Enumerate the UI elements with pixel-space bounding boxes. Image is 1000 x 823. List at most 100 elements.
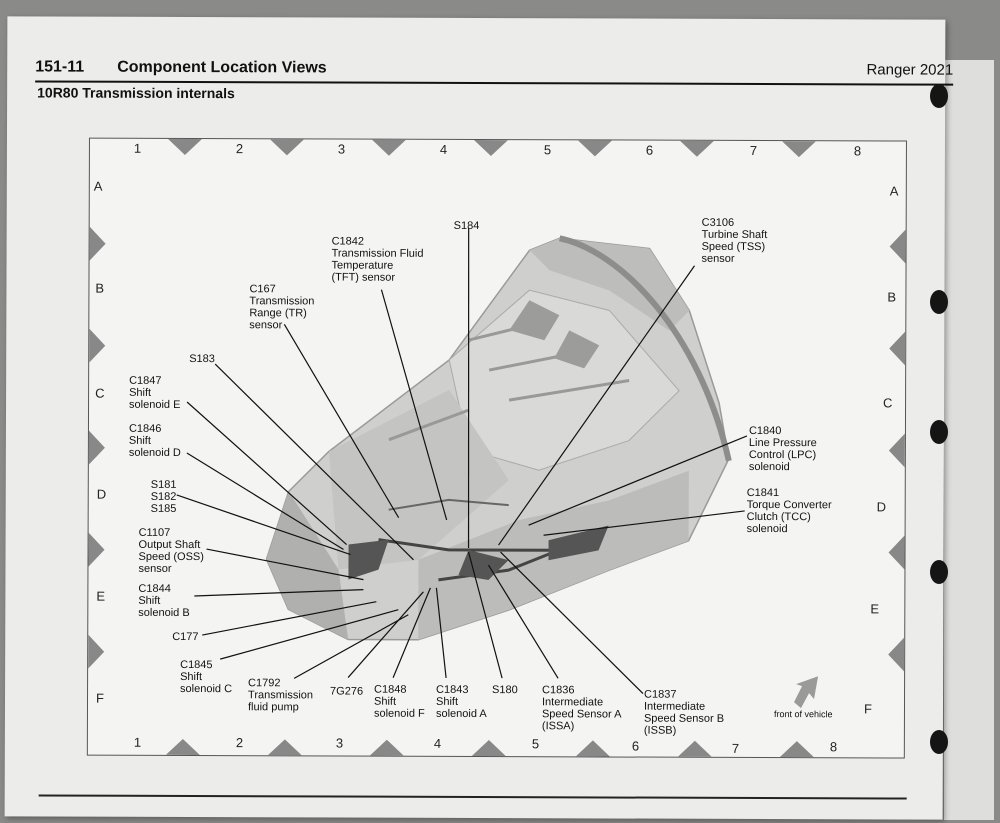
grid-col-label: 2: [235, 141, 244, 157]
transmission-illustration: [88, 138, 906, 758]
binding-hole: [930, 420, 948, 444]
manual-page: 151-11 Component Location Views Ranger 2…: [4, 16, 953, 820]
grid-col-label: 6: [645, 142, 654, 158]
grid-row-label: C: [95, 385, 105, 401]
page-header: 151-11 Component Location Views Ranger 2…: [35, 58, 953, 83]
grid-row-label: D: [96, 486, 107, 502]
callout-line: sensor: [701, 252, 735, 265]
callout-line: (ISSB): [643, 724, 677, 737]
grid-row-label: A: [889, 183, 899, 199]
callout-s184: S184: [454, 220, 480, 232]
callout-line: Temperature: [331, 259, 394, 272]
callout-c1845: C1845 Shift solenoid C: [180, 659, 232, 695]
grid-col-label: 3: [335, 735, 344, 751]
binding-hole: [930, 290, 948, 314]
grid-row-label: D: [876, 499, 887, 515]
grid-row-label: A: [93, 178, 103, 194]
callout-line: C1847: [129, 374, 162, 387]
callout-line: C167: [249, 283, 276, 296]
callout-c1836: C1836 Intermediate Speed Sensor A (ISSA): [542, 684, 622, 732]
callout-line: solenoid: [748, 460, 790, 474]
callout-line: Intermediate: [643, 700, 706, 713]
callout-c1841: C1841 Torque Converter Clutch (TCC) sole…: [747, 487, 832, 535]
grid-col-label: 2: [235, 735, 244, 751]
callout-line: Speed Sensor B: [643, 712, 725, 725]
callout-line: C1792: [248, 677, 281, 690]
callout-c1846: C1846 Shift solenoid D: [129, 423, 181, 459]
callout-line: Shift: [128, 434, 151, 447]
callout-line: Transmission: [248, 689, 314, 702]
grid-col-label: 5: [543, 142, 552, 158]
callout-line: (ISSA): [541, 720, 575, 733]
grid-col-label: 4: [439, 141, 448, 157]
grid-col-label: 4: [433, 735, 442, 751]
page-number: 151-11: [35, 58, 85, 76]
callout-c1840: C1840 Line Pressure Control (LPC) soleno…: [749, 425, 817, 473]
front-of-vehicle-arrow-icon: [794, 676, 819, 709]
callout-line: Transmission Fluid: [331, 247, 424, 260]
callout-c1844: C1844 Shift solenoid B: [138, 583, 190, 619]
callout-line: C177: [172, 630, 199, 644]
grid-row-label: B: [887, 289, 897, 305]
callout-c1848: C1848 Shift solenoid F: [374, 684, 425, 720]
callout-line: Torque Converter: [746, 498, 832, 512]
grid-row-label: F: [95, 690, 104, 706]
binding-hole: [930, 730, 948, 754]
grid-row-label: E: [96, 588, 106, 604]
callout-line: solenoid: [746, 522, 788, 536]
section-subtitle: 10R80 Transmission internals: [37, 84, 235, 102]
callout-line: solenoid E: [129, 398, 181, 411]
callout-line: S183: [189, 353, 215, 366]
callout-c1107: C1107 Output Shaft Speed (OSS) sensor: [138, 527, 204, 575]
callout-line: Range (TR): [249, 307, 307, 320]
grid-col-label: 3: [337, 141, 346, 157]
callout-line: Speed (OSS): [138, 550, 204, 564]
grid-row-label: B: [95, 280, 105, 296]
callout-7g276: 7G276: [330, 685, 363, 697]
grid-col-label: 5: [531, 736, 540, 752]
callout-line: Speed Sensor A: [541, 708, 622, 721]
grid-markers: [88, 138, 906, 758]
callout-line: C1840: [748, 424, 782, 438]
callout-line: Shift: [180, 670, 203, 684]
next-page-edge: [944, 60, 994, 820]
callout-line: C1844: [138, 582, 171, 595]
callout-line: (TFT) sensor: [331, 271, 396, 284]
callout-c1847: C1847 Shift solenoid E: [129, 375, 181, 411]
callout-line: Speed (TSS): [701, 240, 766, 254]
grid-col-label: 8: [829, 739, 838, 755]
callout-line: 7G276: [330, 685, 364, 698]
callout-c3106: C3106 Turbine Shaft Speed (TSS) sensor: [702, 217, 768, 265]
callout-line: C3106: [701, 216, 735, 229]
callout-line: Line Pressure: [748, 436, 817, 450]
callout-c1837: C1837 Intermediate Speed Sensor B (ISSB): [644, 689, 724, 737]
callout-line: C1842: [331, 235, 365, 248]
callout-line: Turbine Shaft: [701, 228, 768, 242]
callout-line: S182: [150, 490, 177, 503]
callout-line: Shift: [138, 594, 161, 607]
callout-c1842: C1842 Transmission Fluid Temperature (TF…: [331, 235, 423, 283]
callout-line: Shift: [129, 386, 152, 399]
callout-line: Transmission: [249, 295, 315, 308]
callout-line: fluid pump: [247, 701, 299, 714]
grid-row-label: E: [870, 601, 880, 617]
callout-line: Output Shaft: [138, 538, 201, 552]
callout-line: C1845: [180, 658, 213, 672]
footer-rule: [38, 794, 907, 800]
callout-c177: C177: [172, 631, 198, 643]
page-title: Component Location Views: [117, 58, 327, 77]
callout-line: C1848: [374, 683, 407, 696]
callout-line: Clutch (TCC): [746, 510, 811, 524]
callout-c1792: C1792 Transmission fluid pump: [248, 677, 313, 713]
callout-line: solenoid A: [435, 707, 487, 721]
grid-col-label: 6: [631, 738, 640, 754]
callout-s180: S180: [492, 684, 518, 696]
callout-line: S181: [150, 478, 177, 491]
grid-row-label: C: [883, 395, 893, 411]
callout-line: S185: [150, 502, 177, 515]
callout-line: Shift: [373, 695, 397, 708]
callout-line: C1837: [644, 688, 677, 701]
callout-line: Control (LPC): [748, 448, 817, 462]
callout-line: C1846: [128, 422, 162, 435]
grid-col-label: 7: [749, 142, 758, 158]
